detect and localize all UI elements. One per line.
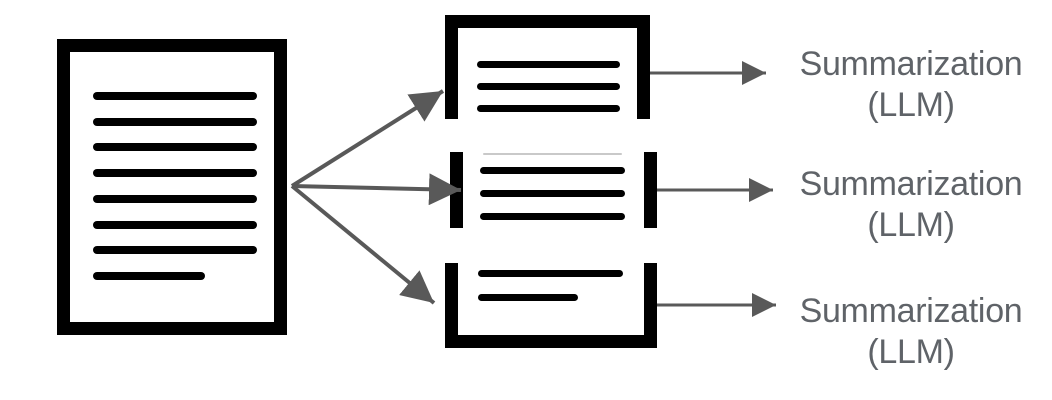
fanout-arrow-to-chunk-2 bbox=[291, 173, 462, 206]
text-line bbox=[477, 61, 620, 68]
text-line bbox=[93, 246, 257, 254]
fanout-arrow-to-chunk-3 bbox=[290, 184, 436, 305]
text-line bbox=[93, 92, 257, 100]
text-line bbox=[480, 190, 625, 197]
summarization-label-2: Summarization (LLM) bbox=[776, 164, 1046, 246]
summarization-label-3-line-2: (LLM) bbox=[867, 333, 955, 371]
text-line bbox=[478, 270, 623, 277]
document-fragment-top-icon bbox=[445, 15, 650, 119]
summarization-label-1-line-1: Summarization bbox=[799, 45, 1023, 83]
text-line bbox=[480, 213, 625, 220]
summarization-label-1-line-2: (LLM) bbox=[867, 86, 955, 124]
faded-text-line bbox=[483, 153, 622, 155]
text-line bbox=[480, 167, 625, 174]
summarization-label-1: Summarization (LLM) bbox=[776, 44, 1046, 126]
text-line bbox=[93, 195, 257, 203]
text-line bbox=[477, 105, 620, 112]
summarization-label-2-line-1: Summarization bbox=[799, 165, 1023, 203]
text-line bbox=[93, 169, 257, 177]
text-line bbox=[93, 221, 257, 229]
document-fragment-middle-icon bbox=[450, 152, 657, 228]
text-line bbox=[93, 118, 257, 126]
text-line bbox=[93, 143, 257, 151]
summarization-label-3: Summarization (LLM) bbox=[776, 291, 1046, 373]
summarization-label-2-line-2: (LLM) bbox=[867, 206, 955, 244]
source-document-icon bbox=[57, 39, 287, 335]
document-fragment-bottom-icon bbox=[445, 263, 657, 348]
text-line bbox=[93, 272, 205, 280]
text-line bbox=[478, 294, 578, 301]
fanout-arrow-to-chunk-1 bbox=[290, 89, 445, 188]
text-line bbox=[477, 83, 620, 90]
summarization-label-3-line-1: Summarization bbox=[799, 292, 1023, 330]
